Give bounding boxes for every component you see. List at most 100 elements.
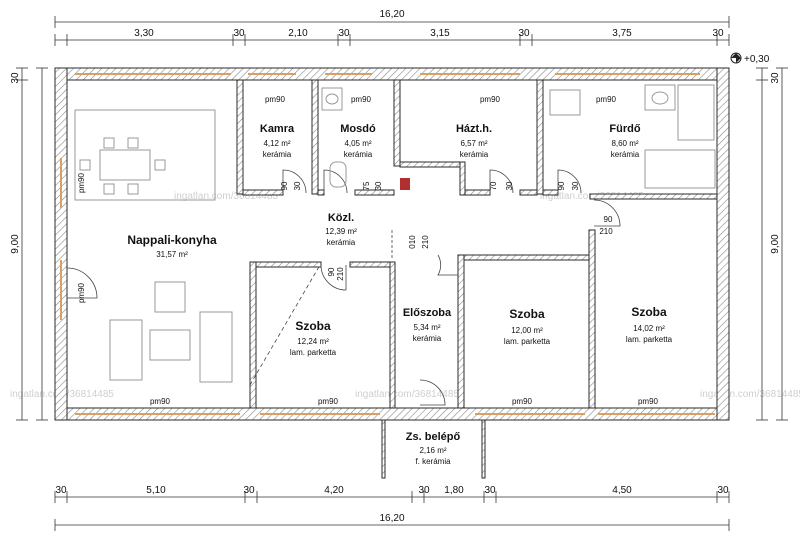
toilet [329,161,347,188]
pm90-label: pm90 [351,95,372,104]
room-name: Szoba [631,305,667,319]
dimension-lines [16,16,788,531]
room-name: Kamra [260,123,295,135]
door-width-label: 75 [362,181,371,190]
shower [677,84,715,141]
pm90-label: pm90 [265,95,286,104]
room-zs-belepo: Zs. belépő 2,16 m² f. kerámia [406,431,461,466]
room-area: 4,12 m² [263,139,290,148]
room-area: 14,02 m² [633,324,665,333]
door-width-label: 70 [489,181,498,190]
wall-right [716,67,730,421]
dim-bottom-3: 4,20 [324,485,344,496]
watermarks: ingatlan.com/36814485 ingatlan.com/36814… [10,191,800,400]
room-floor: kerámia [413,334,442,343]
dining-table [99,149,151,181]
bathtub [644,149,716,189]
windows [60,73,715,415]
dim-bottom-0: 30 [55,485,67,496]
room-name: Fürdő [609,123,640,135]
door-width-label: 30 [293,181,302,190]
wall-left [54,67,68,421]
dim-left-30: 30 [10,72,21,84]
pm90-label: pm90 [77,282,86,303]
door-width-label: 90 [327,267,336,276]
room-mosdo: Mosdó 4,05 m² kerámia [340,123,376,159]
dim-right-30: 30 [770,72,781,84]
room-labels: Nappali-konyha 31,57 m² Kamra 4,12 m² ke… [127,123,672,466]
room-szoba-1: Szoba 12,24 m² lam. parketta [290,319,337,357]
dim-bottom-6: 30 [484,485,496,496]
door-height-label: 210 [336,267,345,281]
room-area: 31,57 m² [156,250,188,259]
dim-top-5: 30 [518,28,530,39]
kitchen-counter [74,109,216,201]
door-width-label: 30 [505,181,514,190]
dim-top-1: 30 [233,28,245,39]
room-area: 2,16 m² [419,446,446,455]
room-name: Zs. belépő [406,431,461,443]
room-floor: lam. parketta [504,337,551,346]
bathroom-sink [644,84,676,111]
room-floor: kerámia [460,150,489,159]
door-width-label: 010 [408,235,417,249]
room-floor: kerámia [344,150,373,159]
room-haztartasi-helyiseg: Házt.h. 6,57 m² kerámia [456,123,492,159]
level-text: +0,30 [744,54,770,65]
dim-top-7: 30 [712,28,724,39]
room-floor: kerámia [327,238,356,247]
dim-bottom-2: 30 [243,485,255,496]
dim-top-0: 3,30 [134,28,154,39]
room-nappali-konyha: Nappali-konyha 31,57 m² [127,233,217,259]
room-floor: kerámia [611,150,640,159]
dim-top-6: 3,75 [612,28,632,39]
pm90-label: pm90 [596,95,617,104]
door-width-label: 30 [374,181,383,190]
dim-bottom-1: 5,10 [146,485,166,496]
dim-top-4: 3,15 [430,28,450,39]
pm90-label: pm90 [77,172,86,193]
room-floor: lam. parketta [626,335,673,344]
pm90-label: pm90 [512,397,533,406]
room-szoba-2: Szoba 12,00 m² lam. parketta [504,307,551,346]
dim-right-height: 9,00 [770,234,781,254]
room-area: 5,34 m² [413,323,440,332]
pm90-label: pm90 [318,397,339,406]
door-width-label: 90 [604,215,613,224]
level-marker: +0,30 [730,52,770,65]
room-area: 12,00 m² [511,326,543,335]
pm90-label: pm90 [480,95,501,104]
room-name: Közl. [328,212,354,224]
room-eloszoba: Előszoba 5,34 m² kerámia [403,307,452,343]
sofa-left [109,319,143,381]
room-area: 8,60 m² [611,139,638,148]
armchair [154,281,186,313]
room-name: Szoba [295,319,331,333]
door-width-label: 30 [571,181,580,190]
room-area: 4,05 m² [344,139,371,148]
room-kozlekedo: Közl. 12,39 m² kerámia [325,212,357,247]
watermark-4: ingatlan.com/36814485 [355,389,459,400]
dim-left-height: 9,00 [10,234,21,254]
door-width-label: 90 [557,181,566,190]
room-name: Előszoba [403,307,452,319]
pm90-label: pm90 [638,397,659,406]
walls [54,67,730,479]
room-area: 6,57 m² [460,139,487,148]
sofa-right [199,311,233,383]
dim-top-total: 16,20 [379,9,404,20]
dimension-texts: 16,20 3,30 30 2,10 30 3,15 30 3,75 30 30… [10,9,781,524]
pm90-label: pm90 [150,397,171,406]
opening-labels: pm90 pm90 pm90 pm90 pm90 pm90 pm90 pm90 … [77,95,659,406]
coffee-table [149,329,191,361]
room-floor: f. kerámia [415,457,451,466]
door-height-label: 210 [599,227,613,236]
mosdo-sink [321,87,343,111]
room-floor: lam. parketta [290,348,337,357]
dim-top-3: 30 [338,28,350,39]
doors [66,169,621,406]
room-name: Szoba [509,307,545,321]
room-name: Nappali-konyha [127,233,217,247]
room-kamra: Kamra 4,12 m² kerámia [260,123,295,159]
